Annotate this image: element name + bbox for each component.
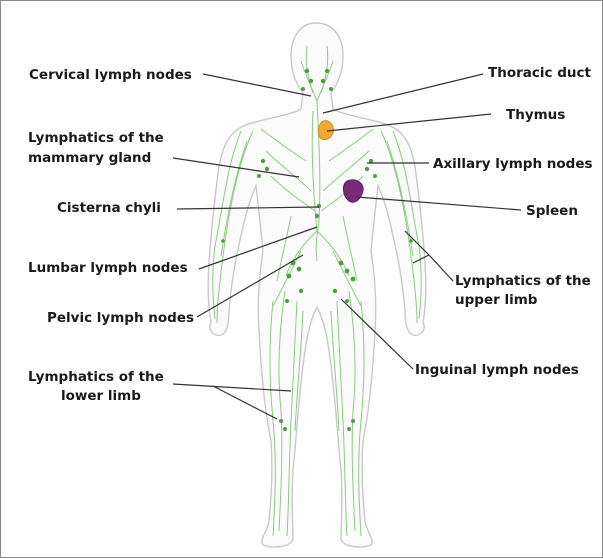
label-mammary-line2: mammary gland <box>28 150 151 166</box>
leader-thoracic-duct <box>323 74 483 113</box>
leader-spleen <box>357 197 521 210</box>
label-thoracic-duct: Thoracic duct <box>488 65 591 81</box>
label-upper-limb-line1: Lymphatics of the <box>455 273 591 289</box>
label-cervical-lymph-nodes: Cervical lymph nodes <box>29 67 192 83</box>
label-upper-limb-line2: upper limb <box>455 292 538 308</box>
label-lumbar-lymph-nodes: Lumbar lymph nodes <box>28 260 188 276</box>
label-axillary-lymph-nodes: Axillary lymph nodes <box>433 156 593 172</box>
label-pelvic-lymph-nodes: Pelvic lymph nodes <box>47 310 194 326</box>
label-lower-limb-line2: lower limb <box>61 388 141 404</box>
label-thymus: Thymus <box>506 107 565 123</box>
label-lower-limb-line1: Lymphatics of the <box>28 369 164 385</box>
label-mammary-line1: Lymphatics of the <box>28 130 164 146</box>
label-spleen: Spleen <box>526 203 578 219</box>
label-inguinal-lymph-nodes: Inguinal lymph nodes <box>415 362 579 378</box>
label-cisterna-chyli: Cisterna chyli <box>57 200 161 216</box>
